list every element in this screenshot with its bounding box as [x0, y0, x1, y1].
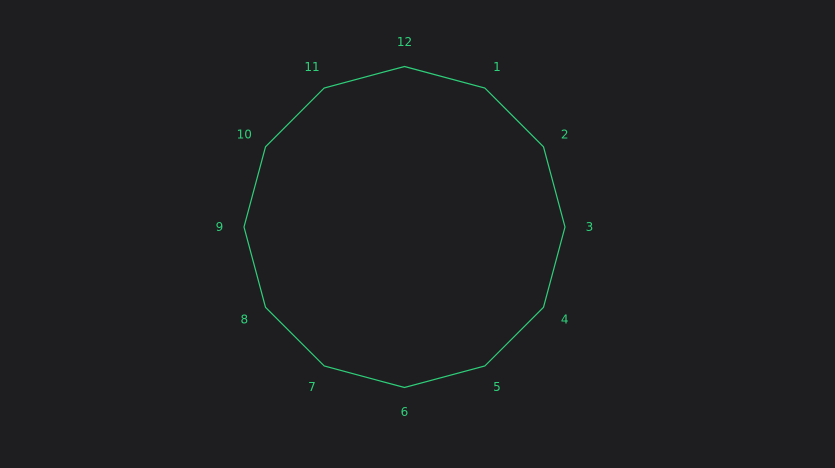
- vertex-label-10: 10: [237, 128, 252, 142]
- vertex-label-11: 11: [304, 60, 319, 74]
- vertex-label-8: 8: [240, 313, 248, 327]
- dodecagon-outline: [243, 65, 566, 389]
- vertex-label-1: 1: [493, 60, 501, 74]
- vertex-label-4: 4: [561, 313, 569, 327]
- vertex-label-12: 12: [397, 35, 412, 49]
- vertex-label-5: 5: [493, 380, 501, 394]
- vertex-label-7: 7: [308, 380, 316, 394]
- vertex-label-9: 9: [216, 220, 224, 234]
- vertex-label-3: 3: [586, 220, 594, 234]
- vertex-label-2: 2: [561, 128, 569, 142]
- vertex-label-6: 6: [401, 405, 409, 419]
